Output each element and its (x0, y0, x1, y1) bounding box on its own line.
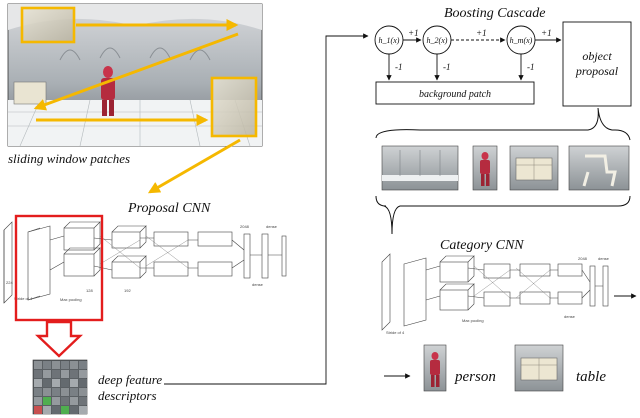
feature-tile (70, 361, 78, 369)
svg-text:h_2(x): h_2(x) (427, 36, 448, 45)
proposal-crops (381, 145, 630, 191)
feature-tile (79, 388, 87, 396)
svg-text:dense: dense (564, 314, 576, 319)
feature-tile (70, 379, 78, 387)
feature-tile (43, 397, 51, 405)
svg-text:+1: +1 (541, 28, 552, 38)
deep-feature-label-line1: deep feature (98, 372, 162, 387)
crop-room (381, 145, 459, 191)
deep-feature-grid (32, 359, 88, 415)
feature-tile (61, 361, 69, 369)
feature-tile (79, 370, 87, 378)
feature-tile (43, 388, 51, 396)
cascade-node-h2: h_2(x) (422, 25, 452, 55)
svg-text:192: 192 (124, 288, 131, 293)
category-cnn-architecture (381, 253, 609, 331)
feature-tile (34, 370, 42, 378)
svg-text:dense: dense (252, 282, 264, 287)
svg-text:128: 128 (86, 288, 93, 293)
result-person-thumbnail (423, 344, 447, 392)
descriptor-to-cascade-line (164, 33, 369, 385)
feature-tile (79, 397, 87, 405)
svg-text:Stride of 4: Stride of 4 (14, 296, 33, 301)
svg-text:proposal: proposal (575, 64, 619, 78)
feature-tile (70, 406, 78, 414)
feature-tile (70, 397, 78, 405)
svg-text:h_m(x): h_m(x) (510, 36, 533, 45)
svg-text:+1: +1 (408, 28, 419, 38)
svg-text:Stride of 4: Stride of 4 (386, 330, 405, 335)
feature-tile (34, 361, 42, 369)
svg-text:2048: 2048 (240, 224, 250, 229)
cascade-edge-labels: +1 +1 +1 -1 -1 -1 (395, 28, 552, 72)
proposal-brace-top (375, 107, 631, 141)
svg-text:-1: -1 (443, 62, 451, 72)
result-table-label: table (576, 369, 606, 385)
feature-tile (43, 361, 51, 369)
feature-layer-highlight (14, 214, 104, 322)
feature-tile (70, 370, 78, 378)
svg-text:Max pooling: Max pooling (60, 297, 82, 302)
cascade-node-hm: h_m(x) (506, 25, 536, 55)
svg-text:dense: dense (266, 224, 278, 229)
svg-text:background patch: background patch (419, 89, 491, 100)
feature-tile (52, 406, 60, 414)
deep-feature-label-line2: descriptors (98, 388, 157, 403)
feature-tile (61, 397, 69, 405)
boosting-cascade-label: Boosting Cascade (444, 6, 546, 21)
result-person-label: person (454, 369, 496, 385)
feature-tile (52, 397, 60, 405)
feature-tile (34, 388, 42, 396)
proposal-cnn-architecture (3, 221, 287, 304)
feature-tile (52, 361, 60, 369)
feature-tile (61, 406, 69, 414)
feature-tile (34, 397, 42, 405)
svg-text:-1: -1 (527, 62, 535, 72)
svg-text:-1: -1 (395, 62, 403, 72)
proposal-cnn-tiny-labels: 2048 dense dense Max pooling 128 192 224… (6, 224, 278, 302)
feature-tile (52, 370, 60, 378)
crop-desk (509, 145, 559, 191)
feature-tile (61, 379, 69, 387)
svg-text:2048: 2048 (578, 256, 588, 261)
feature-tile (70, 388, 78, 396)
feature-tile (61, 370, 69, 378)
svg-text:224: 224 (6, 280, 13, 285)
category-cnn-tiny-labels: dense 2048 Max pooling Stride of 4 dense (386, 256, 610, 335)
svg-text:dense: dense (598, 256, 610, 261)
feature-tile (34, 406, 42, 414)
crop-person (472, 145, 498, 191)
sliding-window-label: sliding window patches (8, 151, 130, 166)
feature-tile (79, 361, 87, 369)
red-down-arrow (35, 320, 83, 358)
feature-tile (79, 406, 87, 414)
svg-text:Max pooling: Max pooling (462, 318, 484, 323)
cascade-node-h1: h_1(x) (374, 25, 404, 55)
feature-tile (43, 379, 51, 387)
result-table-thumbnail (514, 344, 564, 392)
proposal-brace-bottom (375, 195, 631, 235)
crop-chair (568, 145, 630, 191)
category-cnn-label: Category CNN (440, 238, 524, 253)
svg-text:+1: +1 (476, 28, 487, 38)
svg-text:object: object (582, 49, 612, 63)
feature-tile (43, 370, 51, 378)
scene-photo (7, 3, 263, 147)
proposal-cnn-label: Proposal CNN (127, 201, 211, 216)
feature-tile (34, 379, 42, 387)
feature-tile (43, 406, 51, 414)
feature-tile (61, 388, 69, 396)
feature-tile (52, 388, 60, 396)
object-proposal-box: object proposal (562, 21, 632, 107)
feature-tile (79, 379, 87, 387)
background-patch-box: background patch (375, 81, 535, 105)
feature-tile (52, 379, 60, 387)
svg-text:h_1(x): h_1(x) (379, 36, 400, 45)
cascade-edges (386, 37, 562, 81)
yellow-flow-arrow (147, 138, 241, 194)
